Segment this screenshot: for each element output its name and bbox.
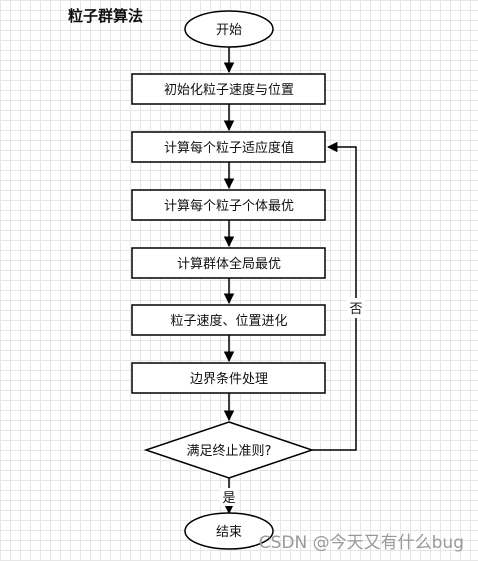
evolve-label: 粒子速度、位置进化 (170, 313, 287, 329)
no-label-bg (347, 298, 365, 318)
start-label: 开始 (216, 23, 242, 38)
fitness-process (131, 131, 326, 163)
fitness-label: 计算每个粒子适应度值 (164, 140, 294, 156)
pbest-label: 计算每个粒子个体最优 (164, 198, 294, 214)
end-terminal (184, 512, 274, 550)
evolve-process (131, 304, 326, 336)
end-label: 结束 (216, 525, 242, 540)
boundary-process (131, 362, 326, 394)
diagram-title: 粒子群算法 (68, 7, 143, 25)
edge-label-yes: 是 (222, 491, 235, 506)
edge-label-no: 否 (349, 302, 362, 317)
pbest-process (131, 189, 326, 221)
boundary-label: 边界条件处理 (190, 371, 268, 387)
check-label: 满足终止准则? (187, 443, 272, 459)
gbest-label: 计算群体全局最优 (177, 256, 281, 272)
init-process (131, 73, 326, 105)
gbest-process (131, 247, 326, 279)
start-terminal (184, 10, 274, 48)
csdn-watermark: CSDN @今天又有什么bug (259, 533, 464, 553)
init-label: 初始化粒子速度与位置 (164, 82, 294, 98)
check-decision (143, 421, 315, 479)
yes-label-bg (220, 488, 238, 506)
